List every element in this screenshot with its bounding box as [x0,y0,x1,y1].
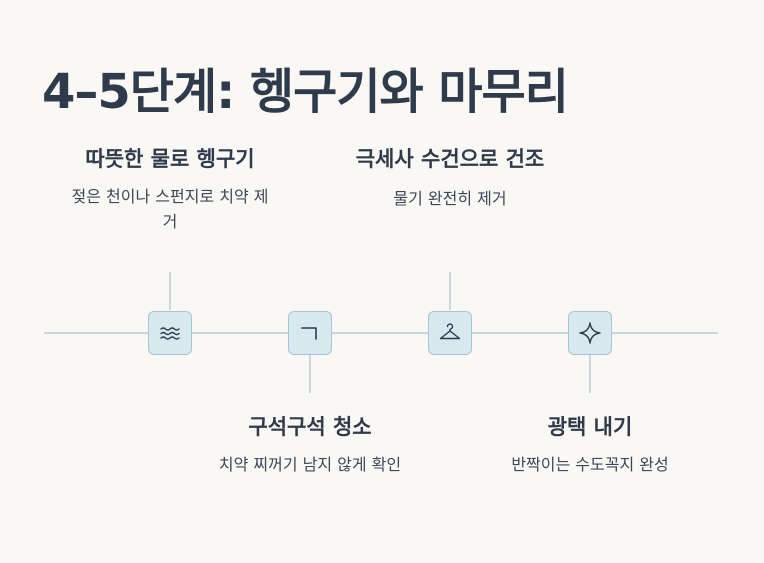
step-3-desc: 물기 완전히 제거 [393,189,507,208]
step-1-desc: 젖은 천이나 스펀지로 치약 제거 [71,187,269,231]
connector-step-3 [449,272,451,310]
timeline-line [44,332,718,334]
step-4: 광택 내기 반짝이는 수도꼭지 완성 [480,414,700,477]
connector-step-1 [169,272,171,310]
corner-icon [301,327,317,340]
step-1: 따뜻한 물로 헹구기 젖은 천이나 스펀지로 치약 제거 [65,146,275,234]
connector-step-2 [309,355,311,393]
step-3-title: 극세사 수건으로 건조 [355,147,545,171]
step-3: 극세사 수건으로 건조 물기 완전히 제거 [345,146,555,211]
step-1-title: 따뜻한 물로 헹구기 [85,147,255,171]
sparkle-icon [579,322,601,344]
step-2-node [288,311,332,355]
step-3-node [428,311,472,355]
step-4-desc: 반짝이는 수도꼭지 완성 [511,455,669,474]
step-4-title: 광택 내기 [547,415,633,439]
step-2-title: 구석구석 청소 [248,415,372,439]
hanger-icon [439,323,461,340]
step-2-desc: 치약 찌꺼기 남지 않게 확인 [218,455,402,474]
step-4-node [568,311,612,355]
connector-step-4 [589,355,591,393]
step-2: 구석구석 청소 치약 찌꺼기 남지 않게 확인 [200,414,420,477]
page-title: 4–5단계: 헹구기와 마무리 [42,64,569,120]
step-1-node [148,311,192,355]
waves-icon [160,327,180,340]
